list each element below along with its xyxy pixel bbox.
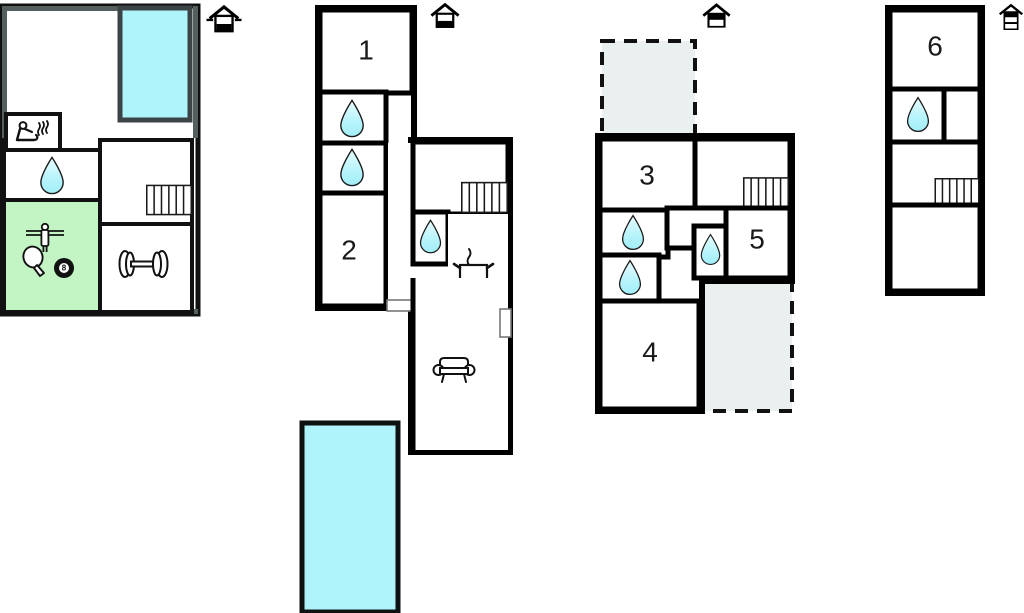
plan4-room-lower — [887, 202, 983, 294]
room-number-5: 5 — [749, 223, 765, 254]
plan1-games-room — [2, 198, 102, 314]
foosball-icon — [26, 222, 64, 252]
cooking-pot-icon — [452, 248, 495, 284]
svg-text:8: 8 — [62, 264, 67, 273]
plan4-closet — [941, 86, 983, 146]
room-number-1: 1 — [358, 34, 374, 65]
plan2-outdoor-pool — [299, 420, 401, 613]
room-number-6: 6 — [927, 30, 943, 61]
dumbbell-icon — [118, 250, 169, 278]
window-icon — [499, 308, 512, 338]
plan1-sauna-room — [4, 112, 62, 152]
room-number-4: 4 — [642, 336, 658, 367]
sauna-icon — [15, 120, 49, 142]
plan3-bedroom-5 — [723, 205, 793, 281]
room-number-2: 2 — [341, 234, 357, 265]
plan3-bedroom-4 — [597, 298, 702, 412]
house-attic-icon — [998, 3, 1024, 32]
billiard-8ball-icon: 8 — [54, 258, 74, 278]
plan1-indoor-pool — [117, 5, 193, 123]
room-number-3: 3 — [639, 159, 655, 190]
plan1-fitness-room — [98, 222, 194, 314]
plan2-hallway — [384, 143, 414, 306]
sofa-icon — [432, 357, 476, 383]
pingpong-paddle-icon — [22, 245, 45, 277]
plan3-terrace-top — [600, 39, 697, 138]
